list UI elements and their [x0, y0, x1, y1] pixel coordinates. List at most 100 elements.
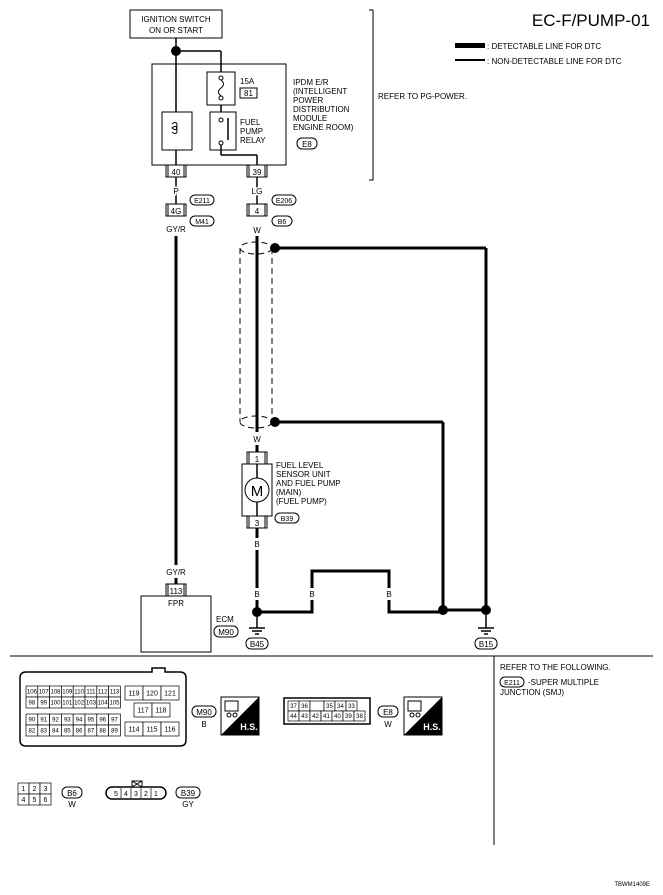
wire-color-lg: LG — [252, 187, 263, 196]
connector-pin: 38 — [356, 714, 363, 720]
connector-pin: 84 — [52, 729, 59, 735]
connector-pin: 120 — [146, 690, 158, 697]
connector-pin: 115 — [146, 726, 157, 733]
fuse-amp: 15A — [240, 77, 255, 86]
connector-pin: 99 — [40, 701, 47, 707]
connector-pin: 4 — [124, 791, 128, 798]
connector-pin: 1 — [22, 786, 26, 793]
connector-pin: 112 — [98, 690, 108, 696]
e8-id: E8 — [383, 708, 393, 717]
connector-pin: 33 — [348, 704, 355, 710]
ipdm-label-6: ENGINE ROOM) — [293, 123, 354, 132]
m90-id: M90 — [196, 708, 212, 717]
connector-pin: 86 — [76, 729, 83, 735]
connector-pin: 100 — [50, 701, 61, 707]
connector-pin: 43 — [301, 714, 308, 720]
e8-color: W — [384, 720, 392, 729]
bracket — [369, 9, 374, 181]
wire-color-b2: B — [254, 590, 259, 599]
connector-pin: 111 — [86, 690, 96, 696]
connector-pin: 82 — [29, 729, 36, 735]
ecm-name: ECM — [216, 615, 234, 624]
ipdm-label-1: IPDM E/R — [293, 78, 329, 87]
wire-color-gyr-ecm: GY/R — [166, 568, 186, 577]
connector-pin: 97 — [111, 718, 118, 724]
connector-pin: 35 — [326, 704, 333, 710]
wire-color-b3: B — [309, 590, 314, 599]
connector-pin: 107 — [39, 690, 50, 696]
connector-pin: 1 — [154, 791, 158, 798]
hs-icon-m90: H.S. — [220, 696, 260, 736]
connector-pin: 5 — [33, 797, 37, 804]
connector-pin: 108 — [50, 690, 61, 696]
connector-pin: 117 — [137, 707, 148, 714]
connector-pin: 92 — [52, 718, 59, 724]
ecm-pin-label: FPR — [168, 599, 184, 608]
shield-outline — [239, 248, 273, 422]
ipdm-label-3: POWER — [293, 96, 323, 105]
connector-pin: 36 — [301, 704, 308, 710]
b6-id: B6 — [67, 789, 77, 798]
wire-color-w2: W — [253, 435, 261, 444]
ipdm-label-2: (INTELLIGENT — [293, 87, 347, 96]
ignition-label-2: ON OR START — [149, 26, 203, 35]
wire-color-p: P — [173, 187, 178, 196]
connector-pin: 104 — [98, 701, 109, 707]
connector-pin: 114 — [128, 726, 139, 733]
pump-pin-3: 3 — [255, 519, 260, 528]
connector-pin: 94 — [76, 718, 83, 724]
connector-pin: 105 — [109, 701, 120, 707]
connector-pin: 110 — [74, 690, 84, 696]
ignition-label-1: IGNITION SWITCH — [141, 15, 211, 24]
b39-color: GY — [182, 800, 194, 809]
connector-pin: 41 — [323, 714, 330, 720]
connector-pin: 118 — [155, 707, 166, 714]
ecm-pin-113: 113 — [170, 587, 183, 596]
connector-pin: 121 — [164, 690, 176, 697]
relay-label-2: PUMP — [240, 127, 263, 136]
connector-pin: 42 — [312, 714, 319, 720]
connector-pin: 103 — [86, 701, 97, 707]
hs-icon-e8: H.S. — [403, 696, 443, 736]
legend-thin-line — [455, 59, 485, 61]
joint-conn-b6: B6 — [278, 219, 287, 226]
pump-label-4: (MAIN) — [276, 488, 302, 497]
b6-color: W — [68, 800, 76, 809]
connector-pin: 2 — [33, 786, 37, 793]
wire-color-w1: W — [253, 226, 261, 235]
hs-text-m90: H.S. — [240, 722, 258, 732]
legend-detectable-label: : DETECTABLE LINE FOR DTC — [487, 42, 601, 51]
ipdm-label-5: MODULE — [293, 114, 327, 123]
pump-label-2: SENSOR UNIT — [276, 470, 331, 479]
connector-pin: 96 — [99, 718, 106, 724]
fuse-number: 81 — [244, 89, 253, 98]
joint-conn-m41: M41 — [195, 219, 209, 226]
joint-conn-e206: E206 — [276, 198, 292, 205]
connector-pin: 3 — [134, 791, 138, 798]
refer-line-2: -SUPER MULTIPLE — [528, 678, 599, 687]
motor-label: M — [251, 483, 264, 500]
ipdm-pin-39: 39 — [253, 168, 262, 177]
wire-color-gyr-top: GY/R — [166, 225, 186, 234]
connector-pin: 95 — [88, 718, 95, 724]
relay-label-3: RELAY — [240, 136, 266, 145]
wire-color-b4: B — [386, 590, 391, 599]
connector-pin: 83 — [40, 729, 47, 735]
wire-color-b1: B — [254, 540, 259, 549]
ipdm-pin-40: 40 — [172, 168, 181, 177]
pump-label-5: (FUEL PUMP) — [276, 497, 327, 506]
relay-label-1: FUEL — [240, 118, 261, 127]
relay-coil-icon — [171, 121, 178, 135]
b39-id: B39 — [181, 789, 196, 798]
connector-pin: 4 — [22, 797, 26, 804]
connector-pin: 5 — [114, 791, 118, 798]
connector-pin: 89 — [111, 729, 118, 735]
connector-pin: 116 — [164, 726, 175, 733]
connector-pin: 2 — [144, 791, 148, 798]
pump-pin-1: 1 — [255, 455, 260, 464]
